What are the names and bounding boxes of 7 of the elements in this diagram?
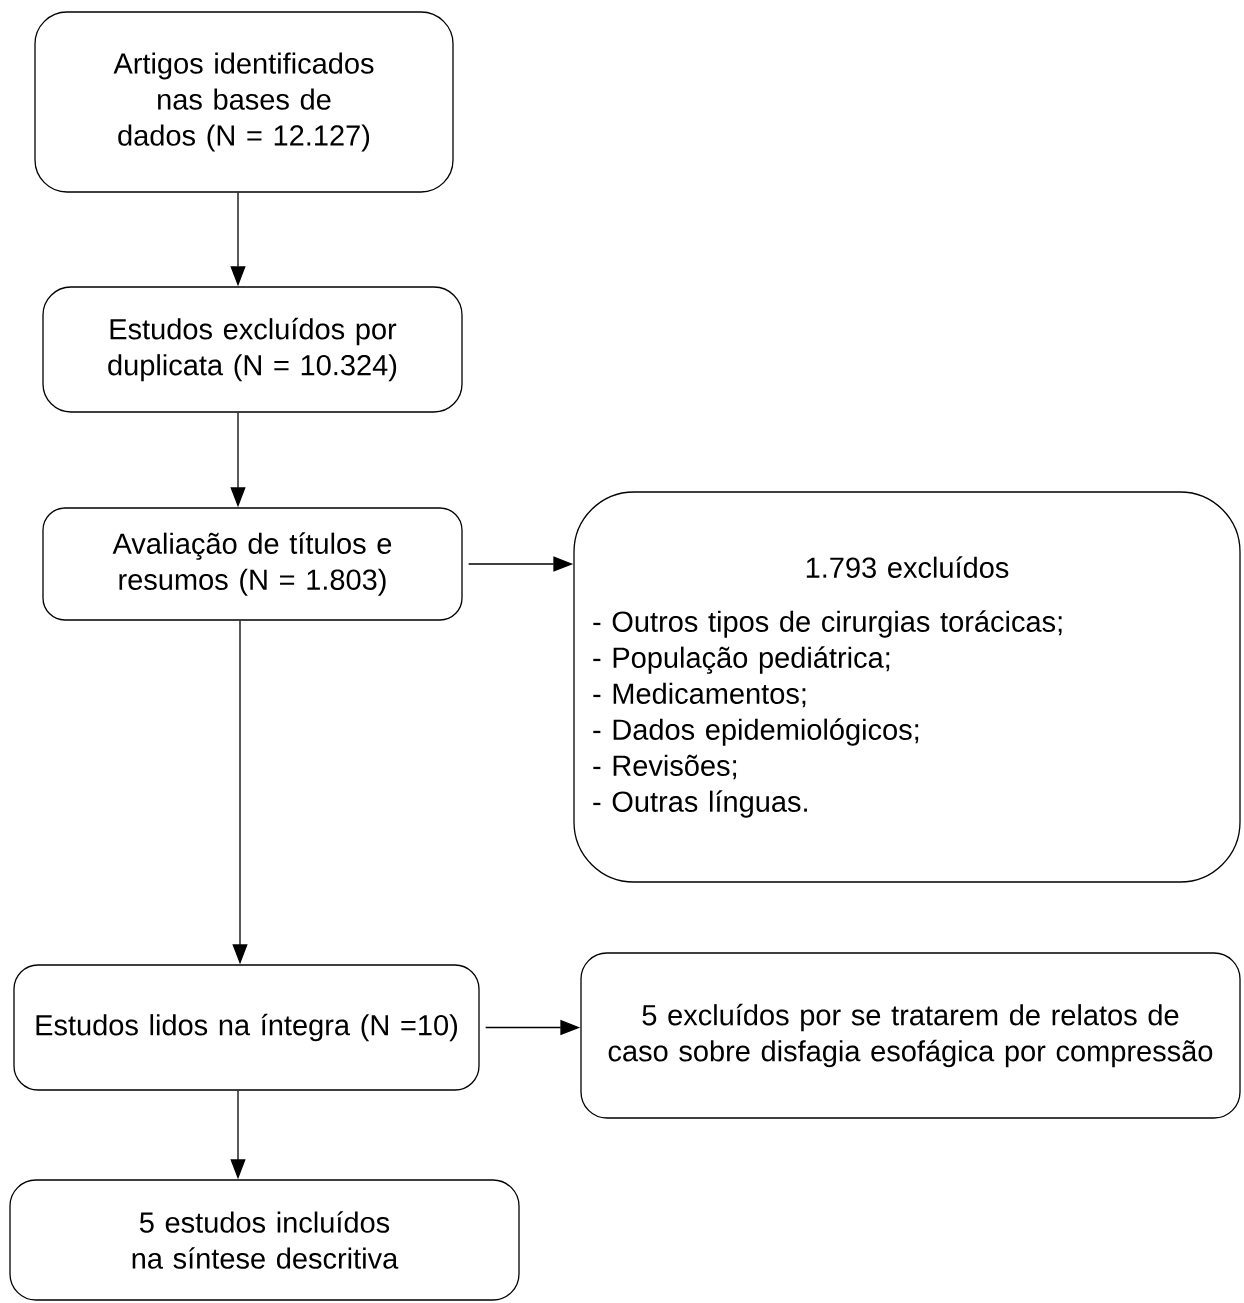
process-box: Avaliação de títulos e resumos (N = 1.803) xyxy=(42,507,463,621)
list-box: 1.793 excluídos - Outros tipos de cirurgias torácicas; - População pediátrica; - Medicamentos; - Dados epidemiológicos; - Revisões; - Outras línguas. xyxy=(573,491,1241,883)
process-box: 5 estudos incluídos na síntese descritiva xyxy=(9,1179,520,1301)
process-box: Estudos excluídos por duplicata (N = 10.324) xyxy=(42,286,463,413)
process-box: Artigos identificados nas bases de dados (N = 12.127) xyxy=(34,11,454,193)
process-box: Estudos lidos na íntegra (N =10) xyxy=(13,964,480,1091)
process-box: 5 excluídos por se tratarem de relatos de caso sobre disfagia esofágica por compressão xyxy=(580,952,1241,1119)
